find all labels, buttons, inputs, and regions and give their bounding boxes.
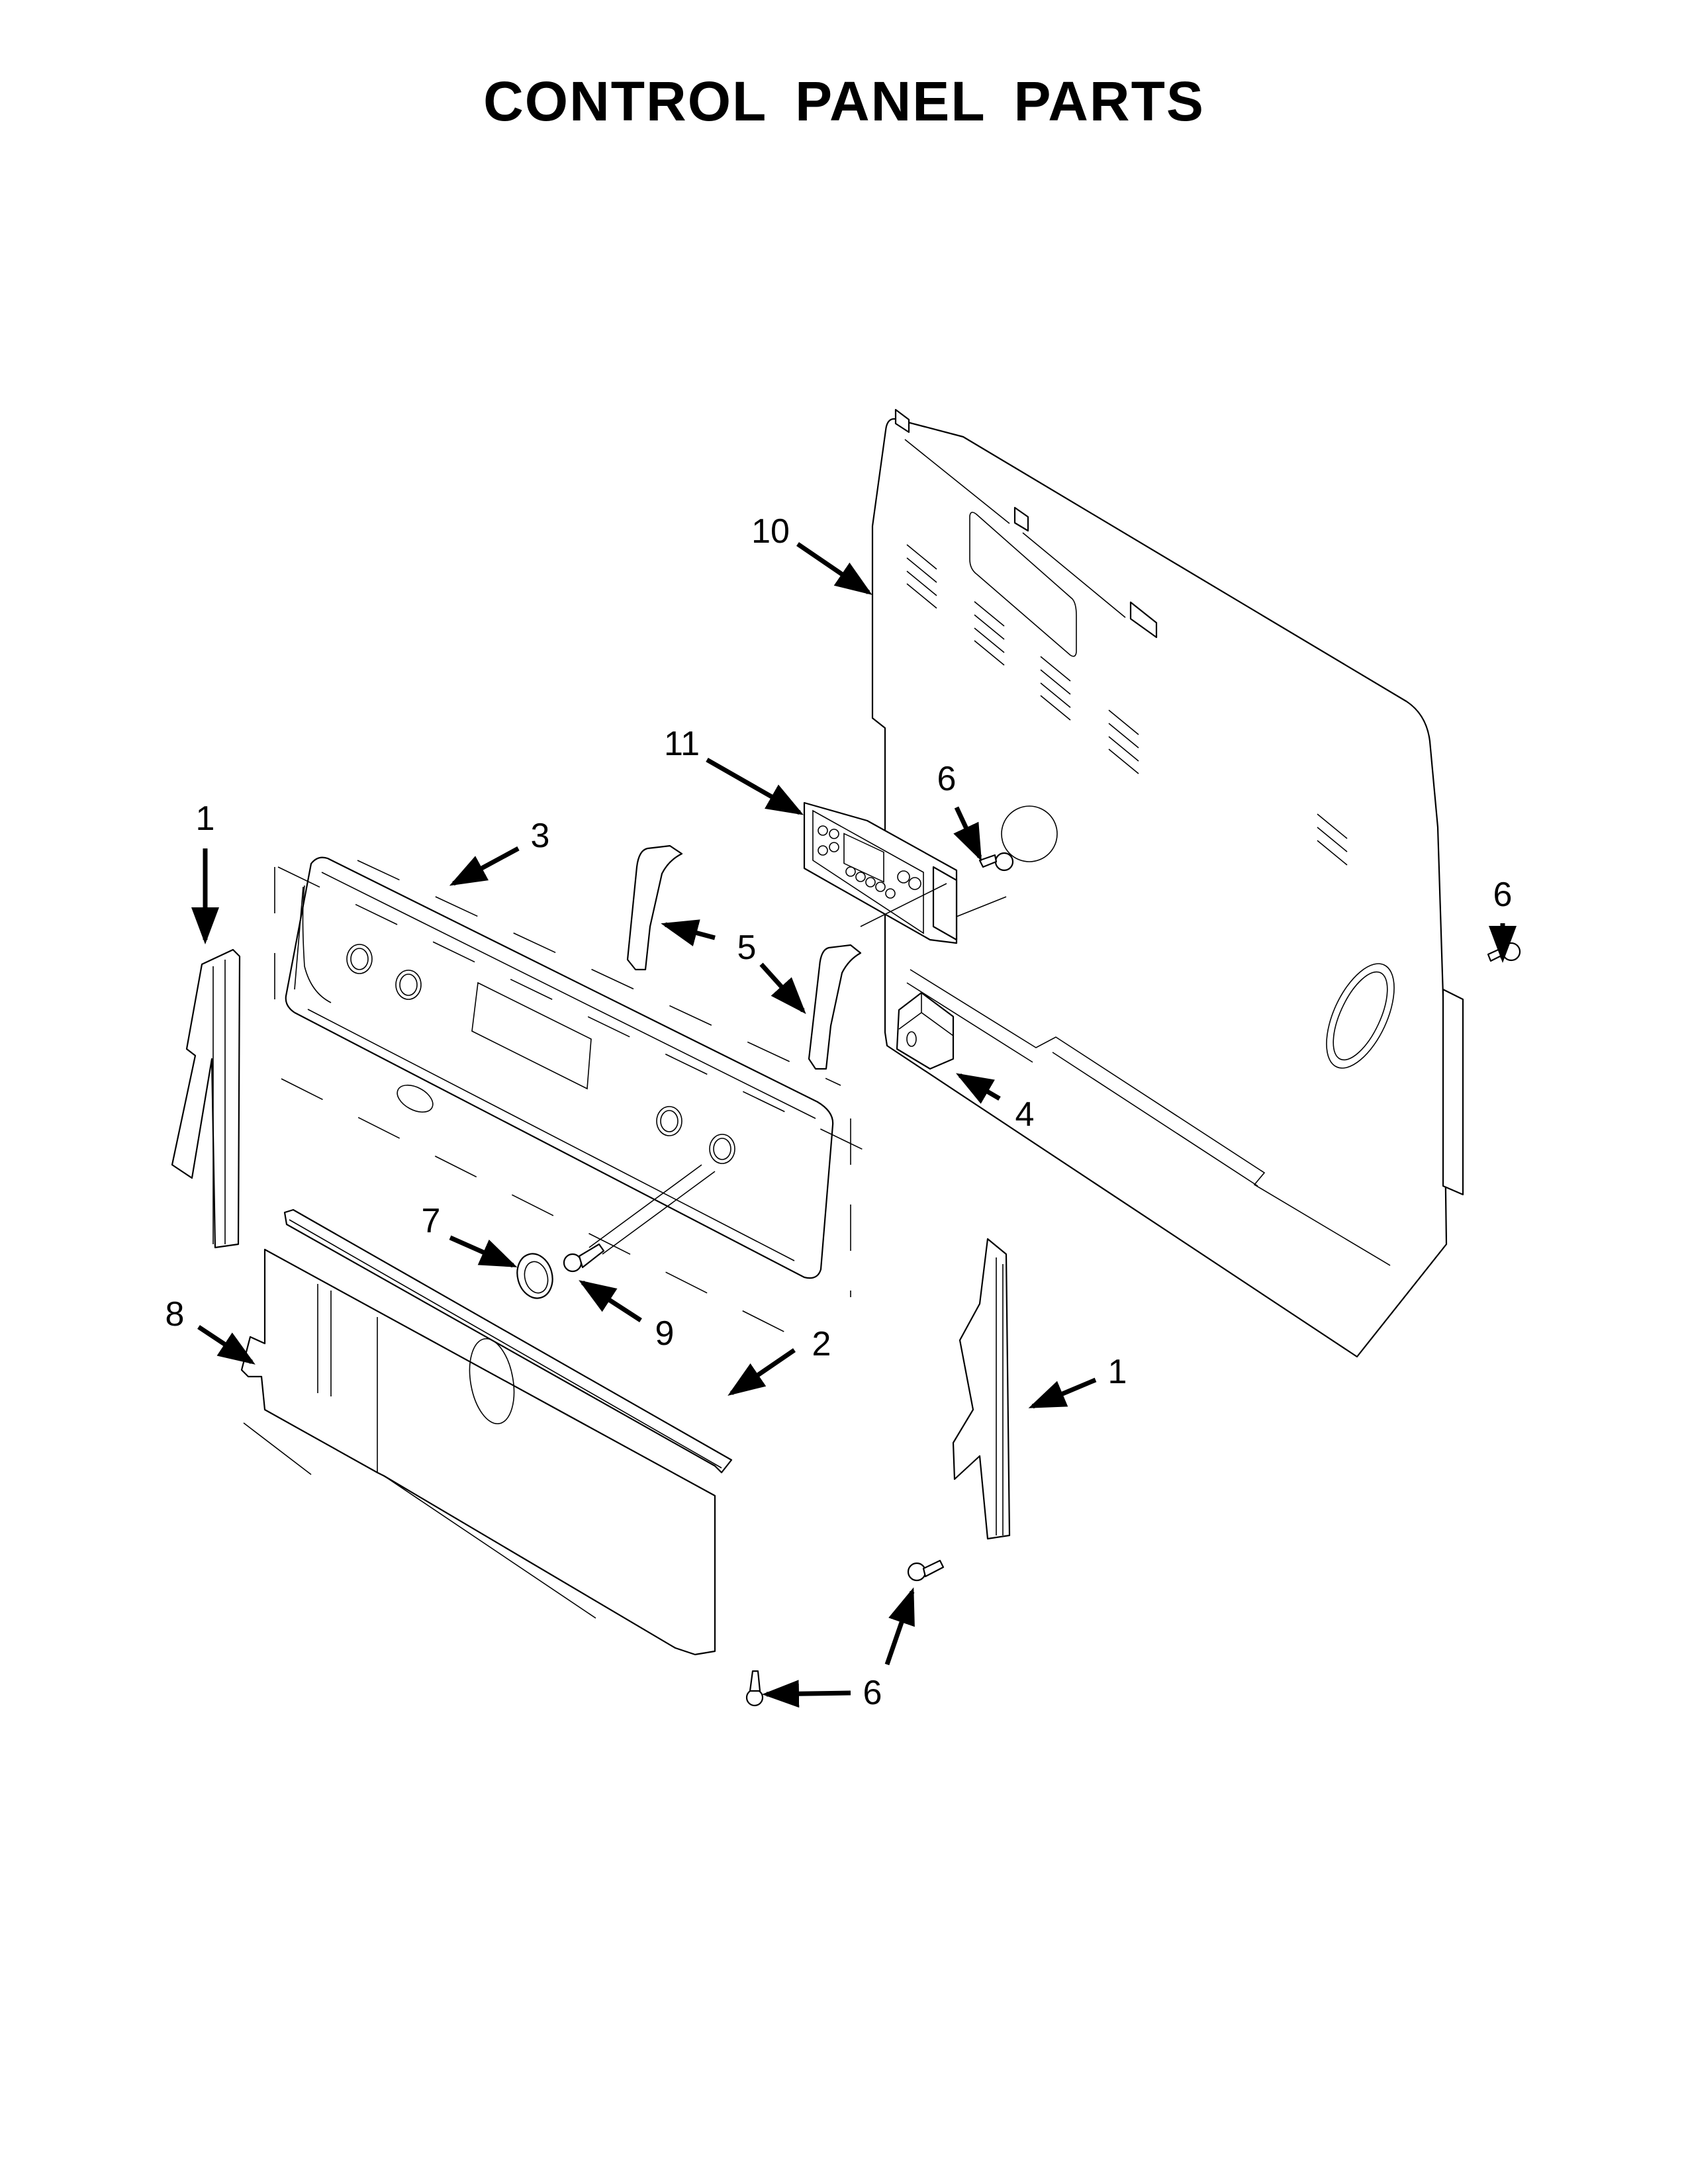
- part-2-trim-strip: [283, 1208, 733, 1474]
- part-10-backguard-panel: [871, 408, 1464, 1358]
- part-4-rotary-switch: [896, 991, 955, 1070]
- callout-leader-arrows: [191, 542, 1517, 1708]
- callout-8: 8: [165, 1295, 185, 1334]
- callout-11: 11: [664, 725, 700, 763]
- assembly-guide-lines: [274, 860, 1007, 1338]
- page-title: CONTROL PANEL PARTS: [483, 70, 1205, 132]
- part-7-knob: [516, 1253, 553, 1299]
- part-3-control-console: [285, 856, 834, 1279]
- callout-6-bottom: 6: [863, 1674, 882, 1712]
- callout-9: 9: [655, 1314, 675, 1353]
- part-1-left-bracket: [171, 948, 241, 1249]
- callout-1-right: 1: [1107, 1353, 1127, 1391]
- callout-2: 2: [812, 1325, 831, 1363]
- callout-6-board: 6: [937, 760, 957, 798]
- callout-10: 10: [751, 512, 790, 551]
- callout-4: 4: [1015, 1095, 1035, 1134]
- callout-6-right: 6: [1493, 876, 1513, 914]
- callout-7: 7: [421, 1202, 441, 1240]
- part-11-control-board: [803, 801, 958, 944]
- callout-5: 5: [737, 929, 757, 967]
- callout-3: 3: [530, 817, 550, 855]
- part-1-right-bracket: [952, 1238, 1011, 1540]
- part-8-lower-panel: [240, 1248, 716, 1656]
- callout-1-left: 1: [195, 799, 215, 838]
- part-5-brackets: [626, 844, 862, 1070]
- part-9-screw: [563, 1243, 605, 1273]
